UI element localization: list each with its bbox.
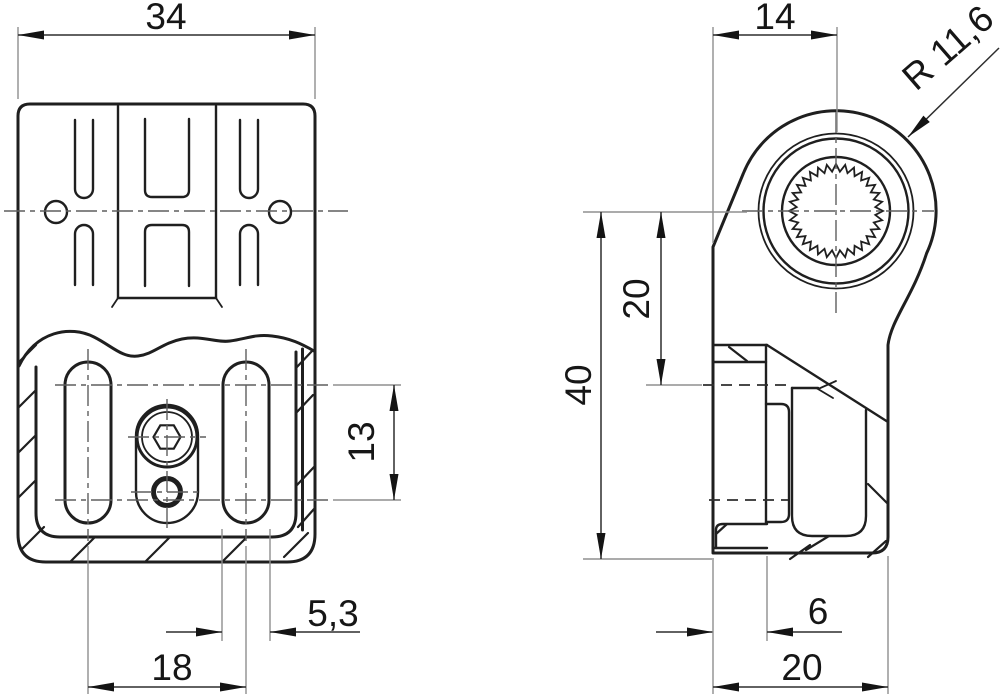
dim-mount-height: 40	[558, 211, 747, 560]
side-body-outline	[711, 109, 938, 555]
front-spring-slots	[73, 117, 260, 288]
dim-foot-depth: 6	[656, 556, 842, 641]
dim-overall-depth: 20	[712, 556, 889, 694]
dim-label: 34	[145, 0, 186, 37]
front-hatching	[16, 343, 316, 564]
hex-socket	[152, 424, 182, 450]
dim-label: 20	[781, 647, 822, 688]
mount-slot-right	[221, 360, 271, 525]
side-centerlines	[742, 112, 934, 313]
dim-slot-length: 13	[333, 384, 401, 501]
side-view	[703, 109, 938, 561]
left-hole	[43, 199, 69, 225]
front-centerlines	[4, 210, 348, 541]
side-hidden-lines	[703, 384, 791, 501]
front-body-outline	[16, 102, 317, 564]
dim-upper-offset: 20	[616, 212, 702, 386]
dim-label: 6	[808, 591, 829, 632]
side-hatching	[714, 345, 889, 561]
dim-label: 18	[151, 647, 192, 688]
right-hole	[267, 199, 293, 225]
front-view	[4, 102, 348, 564]
dim-head-radius: R 11,6	[894, 0, 1000, 138]
side-internal-lines	[711, 343, 890, 550]
dim-label: 5,3	[307, 593, 358, 634]
dim-label: 14	[754, 0, 795, 37]
dim-label: 13	[341, 421, 382, 462]
dim-slot-width: 5,3	[166, 529, 360, 641]
dim-head-depth: 14	[712, 0, 838, 243]
dim-label: R 11,6	[894, 0, 1000, 98]
dim-slot-spacing: 18	[87, 546, 247, 694]
cavity-wall	[34, 350, 298, 539]
dim-label: 20	[616, 278, 657, 319]
front-tab-dividers	[111, 104, 223, 308]
dim-overall-width: 34	[17, 0, 316, 99]
section-wave	[17, 329, 316, 368]
dim-label: 40	[558, 364, 599, 405]
